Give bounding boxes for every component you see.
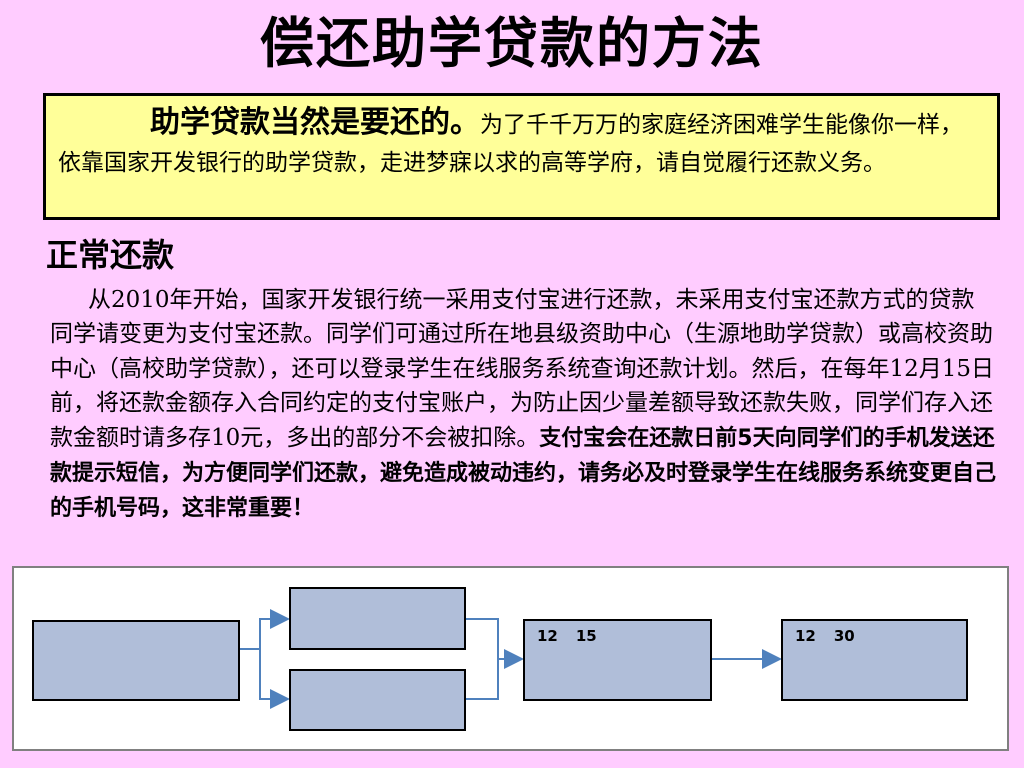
connector-upper-to-merge <box>466 618 499 659</box>
connector-lower-to-merge <box>466 659 499 700</box>
page-title: 偿还助学贷款的方法 <box>260 12 764 75</box>
repayment-text: 从2010年开始，国家开发银行统一采用支付宝进行还款，未采用支付宝还款方式的贷款… <box>50 287 995 451</box>
intro-lead: 助学贷款当然是要还的。 <box>150 105 480 140</box>
connector-start-to-upper <box>240 609 290 650</box>
flow-node-dec30: 12 30 <box>781 619 968 701</box>
intro-box: 助学贷款当然是要还的。为了千千万万的家庭经济困难学生能像你一样，依靠国家开发银行… <box>43 93 1000 220</box>
dec15-month-number: 12 <box>537 627 558 645</box>
flow-node-dec15: 12 15 <box>523 619 712 701</box>
repayment-emphasis: 支付宝会在还款日前5天向同学们的手机发送还款提示短信，为方便同学们还款，避免造成… <box>50 425 997 522</box>
flowchart-panel: 12 15 12 30 <box>12 566 1009 751</box>
flowchart-connectors <box>240 609 782 709</box>
dec30-month-number: 12 <box>795 627 816 645</box>
section-heading: 正常还款 <box>46 236 175 274</box>
dec15-day-number: 15 <box>575 627 597 645</box>
flow-node-lower <box>289 669 466 731</box>
flow-node-upper <box>289 587 466 650</box>
connector-start-to-lower <box>259 649 290 709</box>
repayment-paragraph: 从2010年开始，国家开发银行统一采用支付宝进行还款，未采用支付宝还款方式的贷款… <box>50 283 996 527</box>
intro-text: 为了千千万万的家庭经济困难学生能像你一样，依靠国家开发银行的助学贷款，走进梦寐以… <box>58 112 963 176</box>
dec30-day-number: 30 <box>833 627 855 645</box>
flow-node-start <box>32 620 240 701</box>
